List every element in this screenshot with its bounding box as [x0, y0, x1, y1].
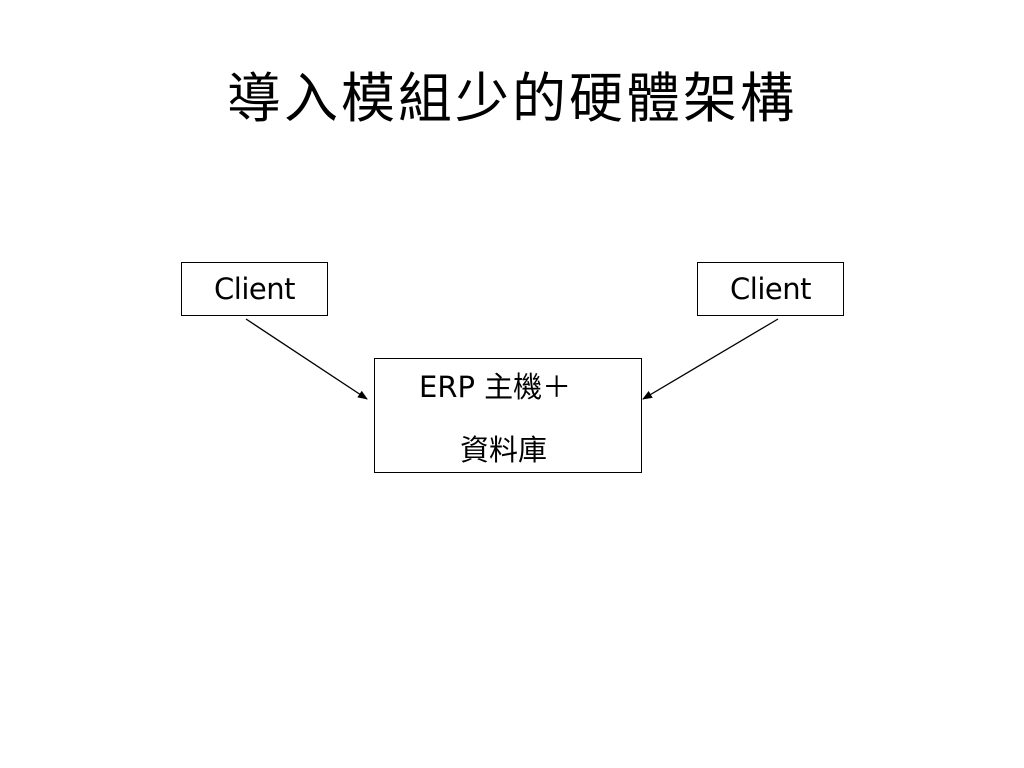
- server-label-line2: 資料庫: [460, 433, 548, 467]
- arrow-left-client-to-server: [245, 318, 368, 400]
- arrow-right-client-to-server: [642, 318, 779, 400]
- client-box-left: Client: [181, 262, 328, 316]
- client-box-right: Client: [697, 262, 844, 316]
- server-label-line1: ERP 主機＋: [419, 370, 572, 404]
- erp-server-box: ERP 主機＋ 資料庫: [374, 358, 642, 473]
- client-label-left: Client: [214, 272, 295, 306]
- slide-title: 導入模組少的硬體架構: [227, 67, 797, 130]
- client-label-right: Client: [730, 272, 811, 306]
